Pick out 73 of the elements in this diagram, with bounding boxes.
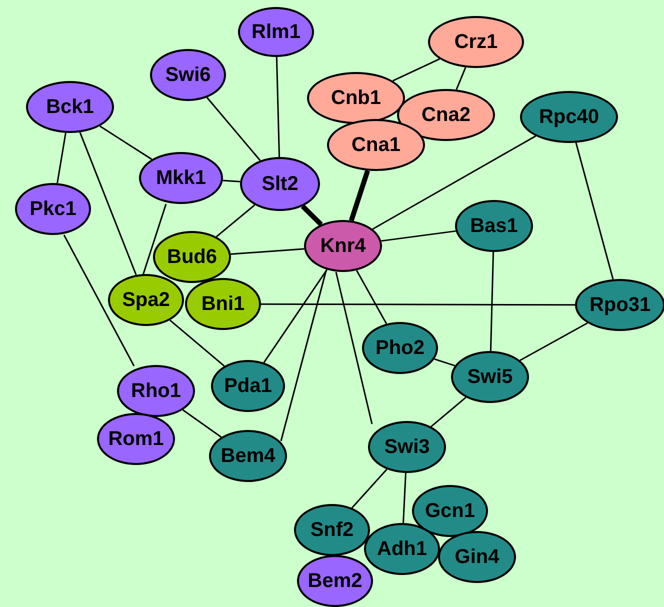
connector-line (142, 204, 167, 276)
connector-line (79, 132, 137, 276)
protein-ellipse (412, 485, 488, 537)
protein-name: Bud6 (167, 247, 217, 267)
connector-line (99, 125, 152, 160)
protein-name: Slt2 (262, 174, 298, 194)
protein-name: Spa2 (122, 290, 170, 310)
protein-name: Pkc1 (30, 199, 76, 219)
connector-line (261, 303, 575, 306)
connector-line (456, 67, 466, 90)
connector-line (56, 132, 66, 184)
protein-name: Bem2 (308, 571, 362, 591)
protein-name: Cnb1 (331, 88, 381, 108)
connector-line (335, 272, 373, 424)
protein-name: Cna1 (352, 135, 400, 155)
protein-name: Pda1 (224, 376, 272, 396)
protein-name: Knr4 (320, 236, 366, 256)
connector-line (182, 409, 222, 438)
protein-ellipse (185, 278, 261, 330)
connector-line (216, 204, 256, 238)
connector-line (169, 320, 225, 367)
connector-line (300, 204, 323, 226)
protein-name: Rpc40 (538, 107, 600, 127)
protein-ellipse (451, 351, 529, 403)
protein-name: Gcn1 (424, 501, 476, 521)
protein-ellipse (438, 531, 516, 583)
connector-line (402, 472, 406, 524)
protein-name: Rho1 (131, 381, 181, 401)
protein-ellipse (364, 523, 440, 575)
protein-name: Cna2 (422, 105, 470, 125)
protein-name: Rom1 (108, 429, 164, 449)
connector-line (520, 322, 588, 362)
protein-name: Bem4 (220, 446, 276, 466)
connector-line (280, 270, 327, 442)
connector-line (263, 269, 328, 363)
protein-ellipse (362, 322, 438, 374)
protein-name: Swi5 (467, 367, 513, 387)
connector-line (63, 234, 135, 366)
protein-name: Bni1 (201, 294, 245, 314)
connector-line (356, 270, 388, 324)
connector-line (348, 170, 370, 222)
connector-line (230, 248, 304, 255)
protein-ellipse (307, 72, 405, 124)
connector-line (381, 230, 456, 242)
protein-ellipse (297, 555, 373, 607)
protein-ellipse (304, 220, 382, 272)
protein-name: Bas1 (470, 216, 518, 236)
connector-line (434, 358, 456, 366)
connector-line (575, 142, 614, 280)
protein-name: Mkk1 (156, 168, 206, 188)
protein-ellipse (209, 430, 287, 482)
connector-line (430, 396, 466, 428)
protein-ellipse (108, 274, 184, 326)
protein-name: Rpo31 (589, 295, 651, 315)
protein-ellipse (575, 279, 664, 331)
connector-line (392, 58, 440, 82)
connector-line (490, 252, 494, 352)
protein-name: Adh1 (377, 539, 427, 559)
protein-name: Swi6 (165, 65, 211, 85)
protein-name: Pho2 (376, 338, 424, 358)
connector-line (351, 468, 388, 508)
protein-name: Gin4 (454, 547, 500, 567)
protein-name: Swi3 (384, 437, 430, 457)
protein-name: Rlm1 (252, 22, 300, 42)
protein-name: Snf2 (310, 520, 354, 540)
protein-name: Bck1 (46, 97, 94, 117)
protein-ellipse (153, 231, 231, 283)
protein-ellipse (294, 504, 370, 556)
connector-line (206, 97, 261, 162)
connector-line (222, 180, 240, 182)
connector-line (372, 135, 536, 230)
protein-name: Crz1 (454, 32, 498, 52)
connector-line (276, 56, 280, 158)
